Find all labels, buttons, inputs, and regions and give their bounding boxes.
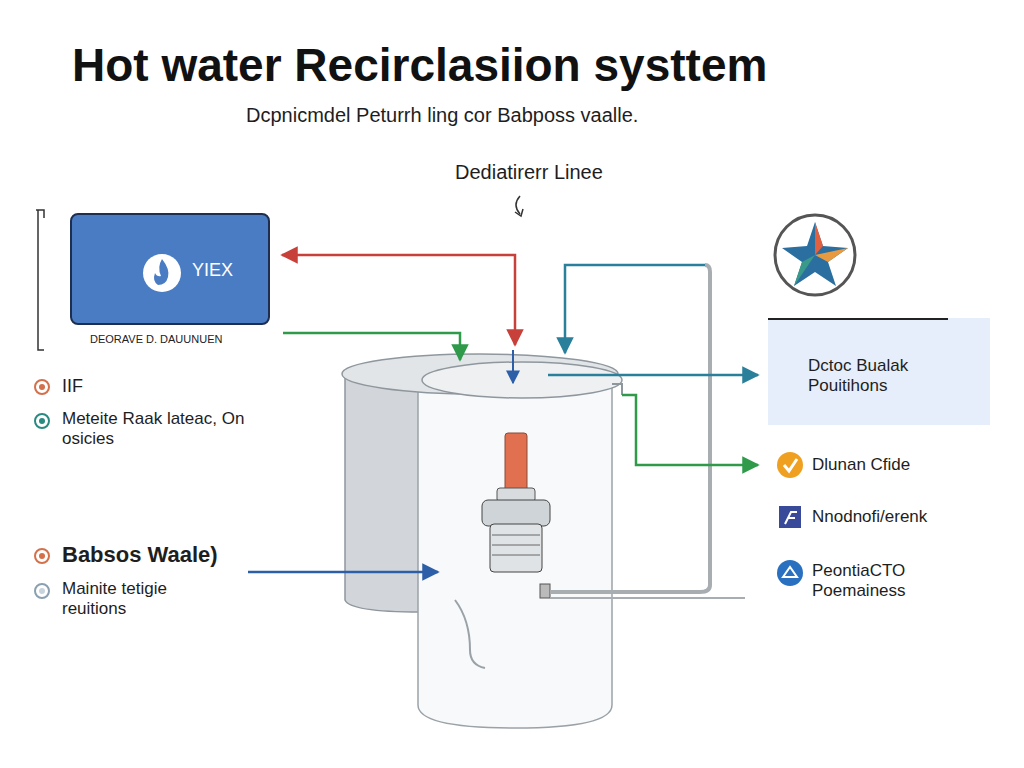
title: Hot water Recirclasiion systtem (72, 38, 767, 93)
star-badge (775, 215, 855, 295)
line-label: Dediatirerr Linee (455, 160, 675, 184)
icon-label: PeontiaCTO Poemainess (812, 561, 962, 602)
bracket (36, 210, 44, 350)
subtitle: Dcpnicmdel Peturrh ling cor Babposs vaal… (246, 103, 786, 127)
panel-rule (768, 318, 948, 320)
info-panel: Dctoc Bualak Pouitihons (768, 318, 990, 425)
list-item: Meteite Raak lateac, On osicies (62, 409, 277, 450)
box-heading: DEORAVE D. DAUUNUEN (90, 333, 260, 346)
list-item: Mainite tetigie reuitions (62, 579, 232, 620)
water-heater-tank (342, 354, 622, 728)
icon-label: Nnodnofi/erenk (812, 507, 1012, 527)
flow-lines (248, 196, 758, 598)
box-text: Dctoc Bualak Pouitihons (808, 356, 958, 397)
list-item: IIF (62, 376, 182, 398)
list-item: Babsos Waale) (62, 542, 292, 568)
flame-logo (140, 251, 184, 295)
logo-box: YIEXDEORAVE D. DAUUNUEN (70, 213, 270, 325)
box-text: YIEX (192, 260, 267, 282)
icon-label: Dlunan Cfide (812, 455, 1002, 475)
list-markers (35, 380, 49, 598)
